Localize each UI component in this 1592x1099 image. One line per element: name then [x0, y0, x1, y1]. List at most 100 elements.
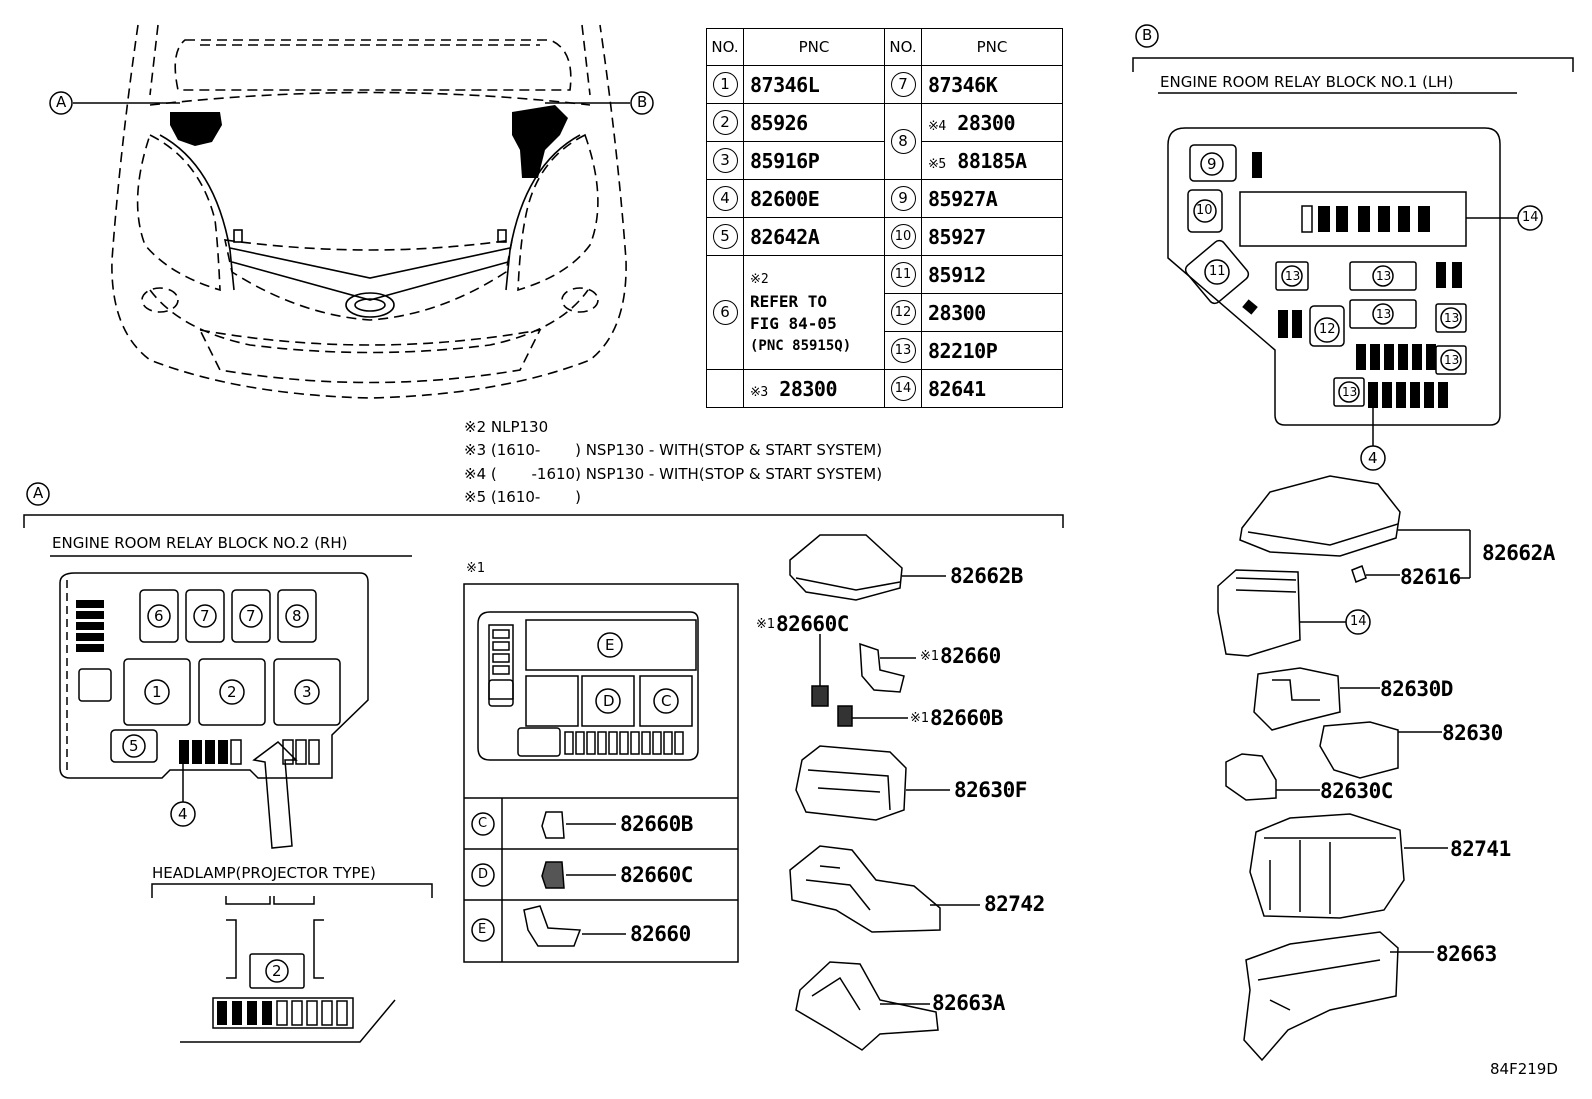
- pnc-value: 85926: [743, 103, 885, 142]
- refer-note: ※2: [750, 271, 769, 287]
- refer-line: (PNC 85915Q): [750, 337, 852, 354]
- table-row: ※3 28300 14 82641: [706, 369, 1063, 408]
- table-row: 4 82600E 9 85927A: [706, 179, 1063, 218]
- figure-code: 84F219D: [1490, 1060, 1558, 1078]
- pnc-value: 82600E: [743, 179, 885, 218]
- pnc-value: 87346L: [743, 65, 885, 104]
- pnc-value: 85927A: [921, 179, 1063, 218]
- lh-relay-label: 13: [1285, 269, 1301, 283]
- item-number: 14: [890, 376, 916, 401]
- refer-line: REFER TO: [750, 291, 828, 311]
- note-5: ※5 (1610- ): [464, 488, 581, 506]
- car-front-solid-lines: [159, 134, 581, 318]
- rh-relay-label: 7: [246, 607, 256, 625]
- callout-b-label: B: [637, 93, 648, 111]
- lh-relay-label: 14: [1522, 210, 1539, 225]
- table-row: 6 ※2 REFER TO FIG 84-05 (PNC 85915Q) 11 …: [706, 255, 1063, 370]
- inset-part-letter: D: [478, 867, 489, 882]
- note-4: ※4 ( -1610) NSP130 - WITH(STOP & START S…: [464, 465, 883, 483]
- inset-box: [463, 583, 739, 963]
- rh-relay-label: 5: [129, 737, 139, 755]
- refer-cell: ※2 REFER TO FIG 84-05 (PNC 85915Q): [743, 255, 885, 370]
- headlamp-relay-label: 2: [272, 962, 282, 980]
- part-number: 82660C: [776, 612, 849, 636]
- pnc-note: ※4: [928, 118, 946, 134]
- section-a-label: A: [33, 484, 44, 502]
- inset-letter: E: [605, 636, 615, 654]
- pnc-value: 28300: [957, 110, 1015, 135]
- item-number: 4: [712, 186, 738, 211]
- lh-relay-label: 10: [1196, 203, 1213, 218]
- rh-relay-label: 7: [200, 607, 210, 625]
- refer-line: FIG 84-05: [750, 313, 837, 333]
- item-number: 1: [712, 72, 738, 97]
- pnc-value: 82642A: [743, 217, 885, 256]
- section-b-bracket: [1132, 57, 1574, 72]
- lh-relay-label: 13: [1376, 307, 1392, 321]
- note-2: ※2 NLP130: [464, 418, 549, 436]
- item-number: 8: [890, 129, 916, 154]
- lh-relay-label: 9: [1207, 155, 1217, 173]
- part-number: 82662B: [950, 564, 1023, 588]
- inset-part-letter: C: [478, 816, 488, 831]
- header-pnc-2: PNC: [921, 28, 1063, 66]
- lh-relay-label: 4: [1368, 449, 1378, 467]
- right-parts-sketches: [1217, 475, 1471, 1062]
- rh-relay-block: [59, 572, 369, 849]
- item-number: 3: [712, 148, 738, 173]
- relay-block-rh-location: [170, 112, 222, 146]
- pnc-value: 87346K: [921, 65, 1063, 104]
- inset-part-letter: E: [478, 922, 487, 937]
- pnc-value: 85916P: [743, 141, 885, 180]
- inset-letter: D: [603, 692, 615, 710]
- rh-relay-label: 8: [292, 607, 302, 625]
- lh-relay-label: 13: [1444, 353, 1460, 367]
- pnc-note: ※3: [750, 384, 768, 400]
- part-number: 82660: [940, 644, 1001, 668]
- rh-relay-label: 3: [302, 683, 312, 701]
- rh-relay-label: 1: [152, 683, 162, 701]
- inset-part-number: 82660B: [620, 812, 693, 836]
- lh-relay-label: 12: [1319, 322, 1336, 337]
- header-no: NO.: [706, 28, 744, 66]
- inset-part-number: 82660: [630, 922, 691, 946]
- headlamp-block: [151, 883, 433, 1043]
- callout-a-marker: [49, 91, 73, 115]
- part-number: 82662A: [1482, 541, 1555, 565]
- table-row: 2 85926 8 ※4 28300: [706, 103, 1063, 180]
- section-a-bracket: [23, 514, 1064, 528]
- rh-relay-label: 6: [154, 607, 164, 625]
- table-row: 13 82210P: [707, 331, 1063, 370]
- part-note: ※1: [920, 649, 940, 664]
- pnc-note: ※5: [928, 156, 946, 172]
- callout-b-marker: [630, 91, 654, 115]
- headlamp-title: HEADLAMP(PROJECTOR TYPE): [152, 864, 376, 882]
- part-number: 82630F: [954, 778, 1027, 802]
- part-number: 82663A: [932, 991, 1005, 1015]
- pnc-value: 82210P: [921, 331, 1063, 370]
- item-number: 6: [712, 300, 738, 325]
- part-number: 82660B: [930, 706, 1003, 730]
- lh-relay-label: 13: [1444, 311, 1460, 325]
- rh-relay-circles: [122, 604, 320, 758]
- item-number: 10: [890, 224, 916, 249]
- table-row: 1 87346L 7 87346K: [706, 65, 1063, 104]
- item-number: 7: [890, 72, 916, 97]
- rh-relay-label: 2: [227, 683, 237, 701]
- part-number: 82742: [984, 892, 1045, 916]
- pnc-cell: ※5 88185A: [921, 141, 1063, 180]
- section-b-label: B: [1142, 26, 1153, 44]
- part-callout-label: 14: [1350, 614, 1367, 629]
- pnc-cell: ※3 28300: [743, 369, 885, 408]
- relay-block-lh-location: [512, 105, 568, 178]
- item-number: 12: [890, 300, 916, 325]
- pnc-value: 88185A: [957, 148, 1027, 173]
- pnc-cell: ※4 28300: [921, 103, 1063, 142]
- pnc-value: 85912: [921, 255, 1063, 294]
- callout-a-label: A: [56, 93, 67, 111]
- part-number: 82630: [1442, 721, 1503, 745]
- part-number: 82630C: [1320, 779, 1393, 803]
- inset-letter: C: [661, 692, 672, 710]
- lh-relay-block: [1167, 127, 1543, 471]
